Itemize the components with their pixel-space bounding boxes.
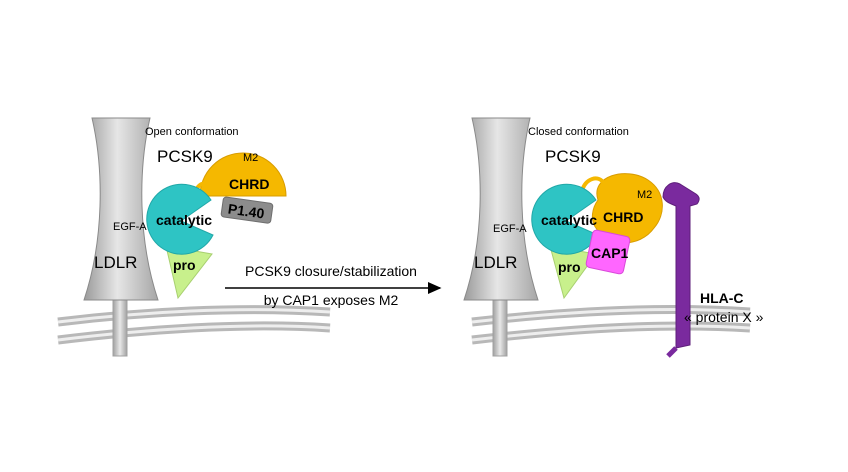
protein-x-label: « protein X » <box>684 309 764 325</box>
right-panel: LDLR EGF-A Closed conformation PCSK9 HLA… <box>463 117 764 358</box>
ldlr-label-right: LDLR <box>474 253 517 272</box>
ldlr-stem-left <box>112 293 128 357</box>
p140-antibody <box>220 196 274 224</box>
chrd-label-left: CHRD <box>229 176 269 192</box>
pcsk9-label-left: PCSK9 <box>157 147 213 166</box>
ldlr-stem-right <box>492 293 508 357</box>
catalytic-label-right: catalytic <box>541 212 597 228</box>
pro-label-right: pro <box>558 259 581 275</box>
conformation-label-right: Closed conformation <box>528 126 629 138</box>
p140-label: P1.40 <box>227 201 266 222</box>
catalytic-domain-right <box>531 183 599 255</box>
ldlr-receptor-left <box>83 117 159 301</box>
cap1-label: CAP1 <box>591 245 629 261</box>
m2-label-left: M2 <box>243 152 258 164</box>
left-panel: LDLR EGF-A Open conformation PCSK9 pro M… <box>57 117 331 357</box>
pro-label-left: pro <box>173 257 196 273</box>
m2-label-right: M2 <box>637 189 652 201</box>
pcsk9-label-right: PCSK9 <box>545 147 601 166</box>
catalytic-domain-left <box>146 183 214 255</box>
chrd-label-right: CHRD <box>603 209 643 225</box>
membrane-left <box>57 305 331 345</box>
transition-arrow: PCSK9 closure/stabilization by CAP1 expo… <box>225 263 442 308</box>
egfa-label-right: EGF-A <box>493 223 527 235</box>
hla-c-label: HLA-C <box>700 290 744 306</box>
egfa-label-left: EGF-A <box>113 221 147 233</box>
ldlr-receptor-right <box>463 117 539 301</box>
arrow-label-line1: PCSK9 closure/stabilization <box>245 263 417 279</box>
chrd-domain-right <box>591 173 663 244</box>
arrow-label-line2: by CAP1 exposes M2 <box>264 292 399 308</box>
catalytic-label-left: catalytic <box>156 212 212 228</box>
hla-c-molecule <box>662 182 700 349</box>
chrd-domain-left <box>199 152 287 197</box>
conformation-label-left: Open conformation <box>145 126 239 138</box>
cap1-protein <box>585 229 631 275</box>
hla-c-tail <box>666 346 678 358</box>
ldlr-label-left: LDLR <box>94 253 137 272</box>
